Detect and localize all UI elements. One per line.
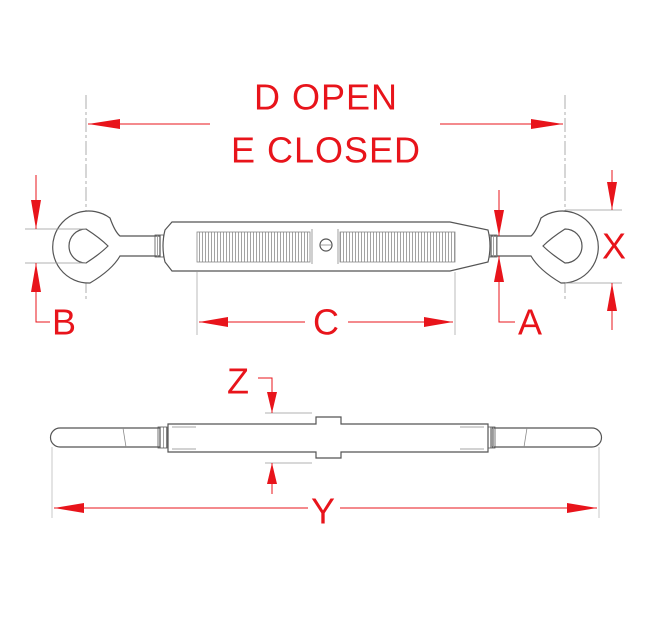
left-thread bbox=[196, 231, 311, 263]
label-d-open: D OPEN bbox=[254, 77, 398, 118]
label-b: B bbox=[52, 302, 76, 343]
top-view: D OPEN E CLOSED C B bbox=[25, 77, 626, 343]
side-body bbox=[167, 416, 489, 459]
dimension-a: A bbox=[494, 190, 542, 343]
dimension-c: C bbox=[196, 272, 456, 343]
label-e-closed: E CLOSED bbox=[231, 130, 421, 171]
label-c: C bbox=[313, 302, 339, 343]
side-view: Z Y bbox=[49, 361, 603, 532]
dimension-b: B bbox=[25, 175, 86, 343]
right-eye-bolt bbox=[486, 210, 599, 284]
turnbuckle-body bbox=[162, 221, 491, 272]
dimension-z: Z bbox=[227, 361, 312, 494]
dimension-d-e: D OPEN E CLOSED bbox=[88, 77, 563, 171]
label-x: X bbox=[602, 226, 626, 267]
label-a: A bbox=[518, 302, 542, 343]
dimension-y: Y bbox=[51, 447, 600, 532]
left-eye-bolt bbox=[52, 210, 166, 284]
label-z: Z bbox=[227, 361, 249, 402]
side-rod-right bbox=[485, 426, 603, 449]
side-rod-left bbox=[49, 426, 168, 449]
label-y: Y bbox=[311, 491, 335, 532]
right-thread bbox=[339, 231, 456, 263]
dimension-x: X bbox=[565, 170, 626, 330]
